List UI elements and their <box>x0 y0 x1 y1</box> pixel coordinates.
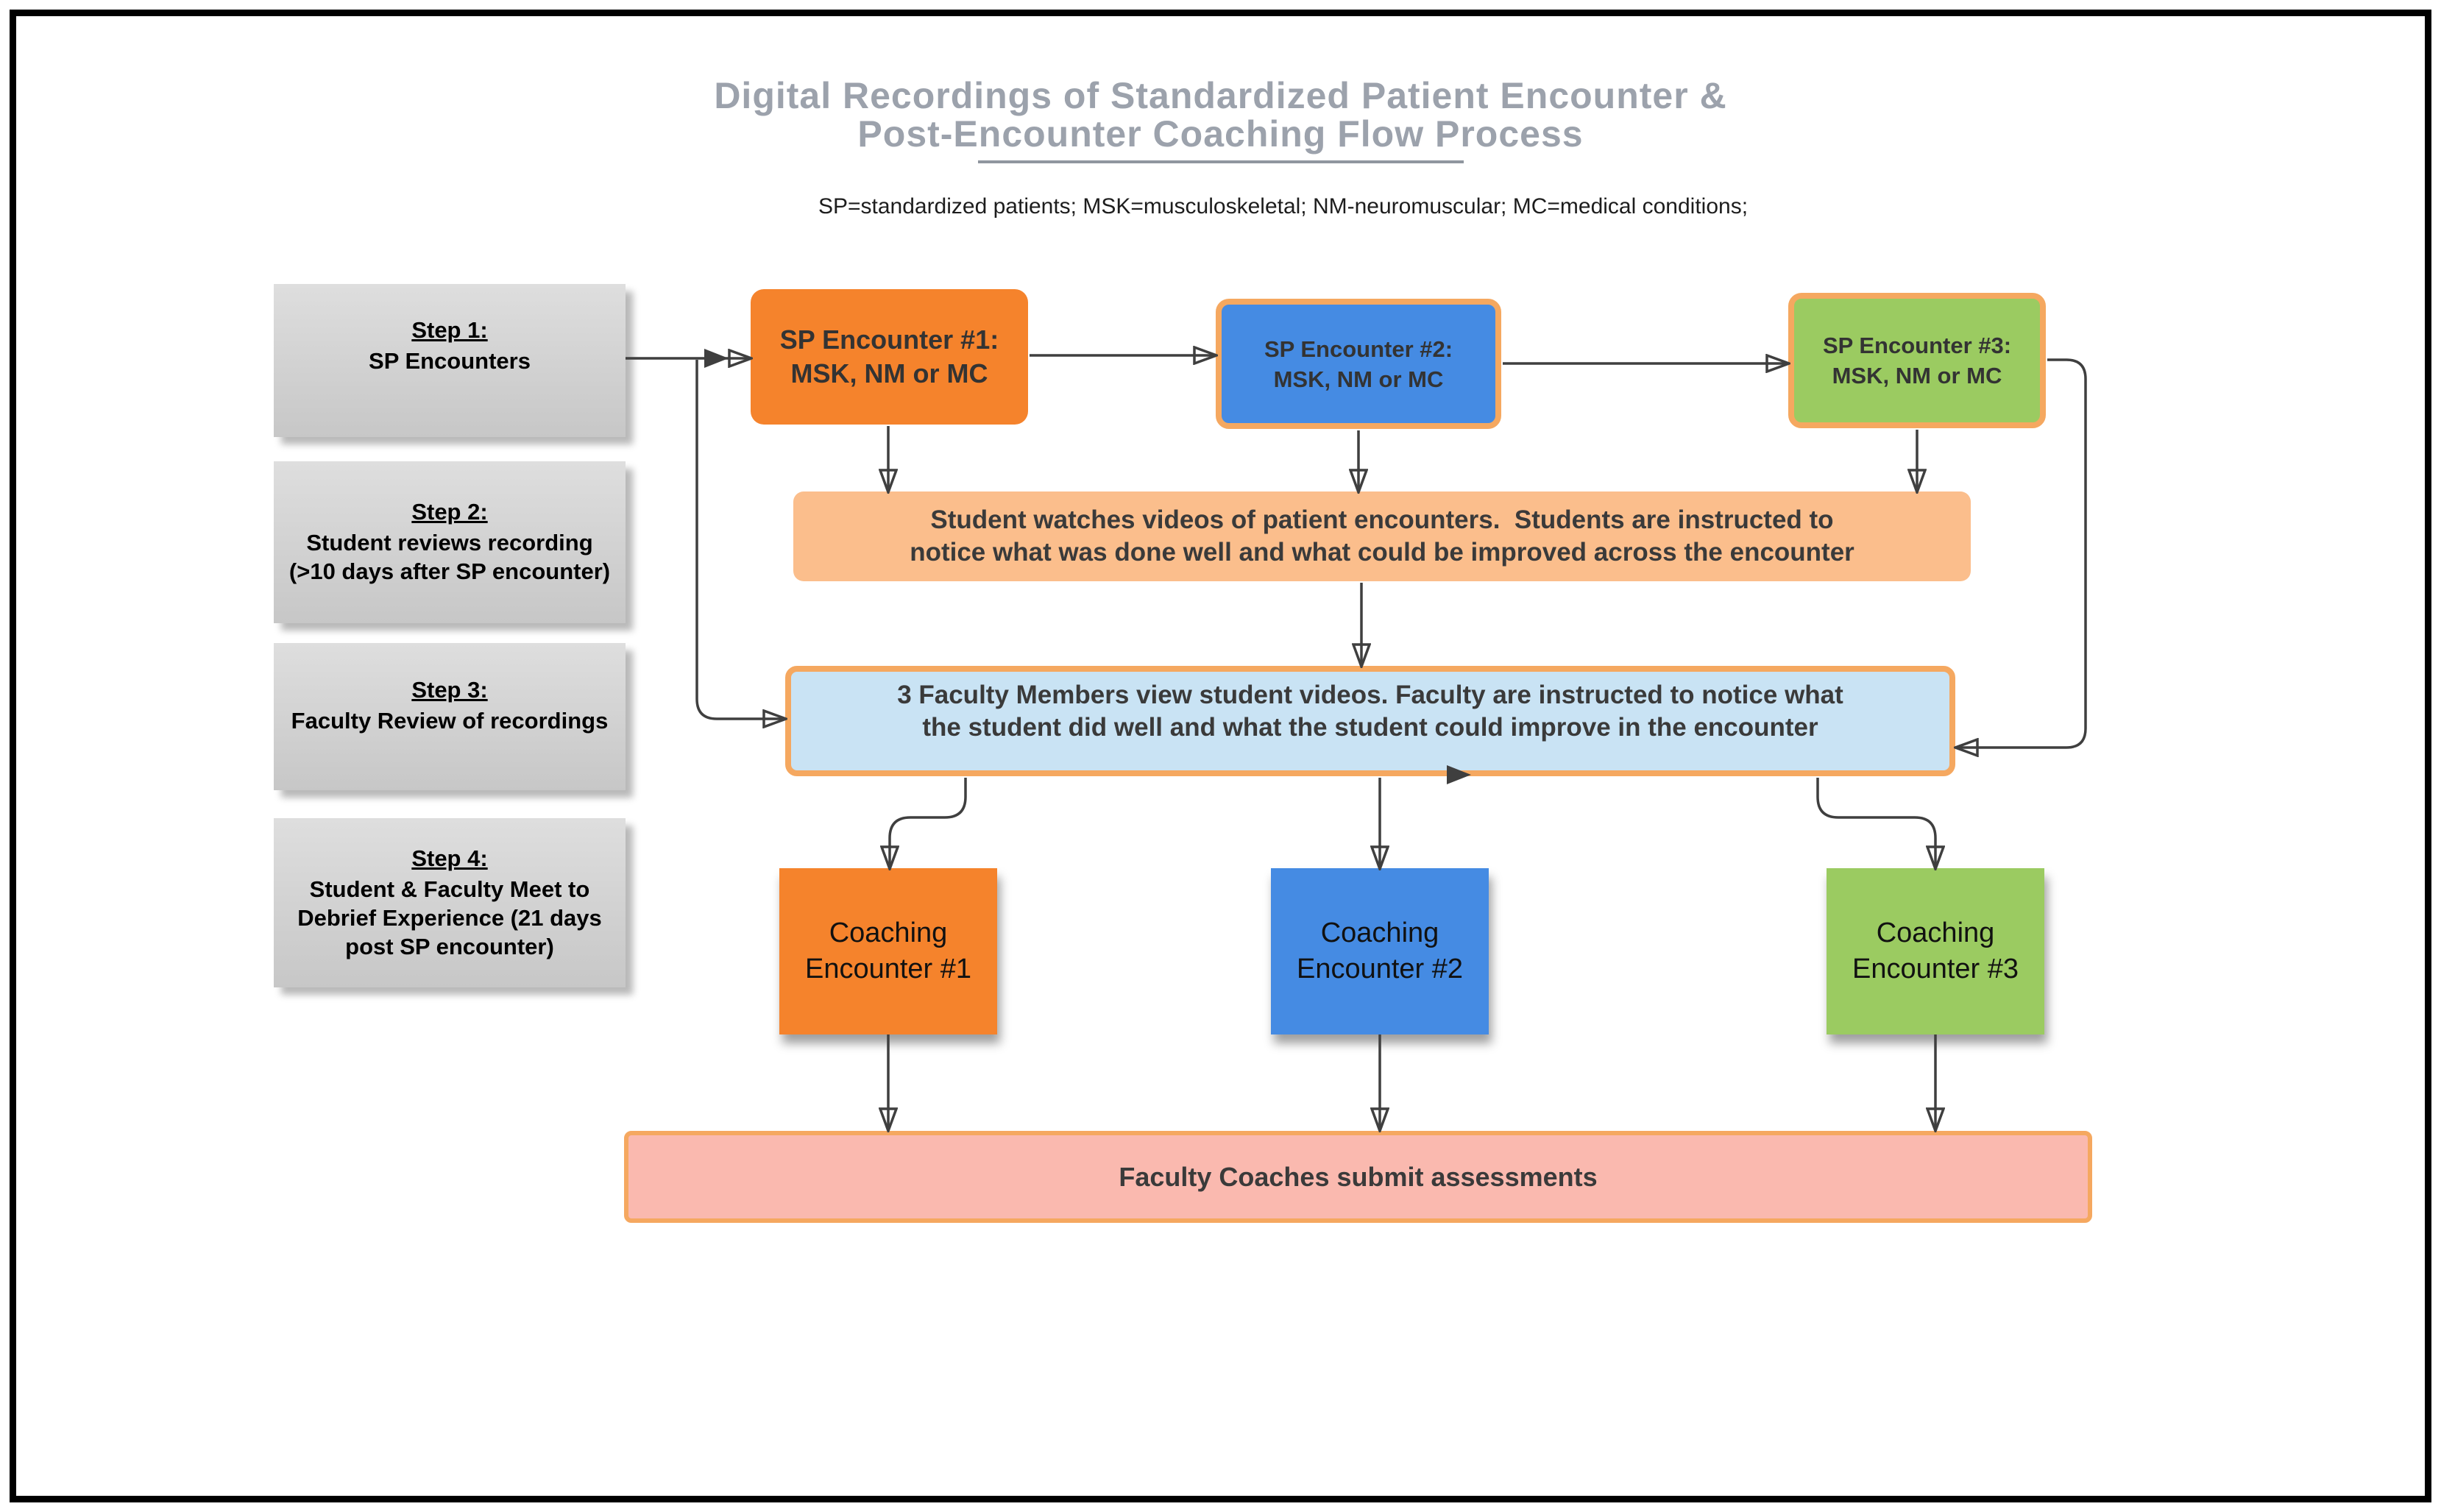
step4-body: Student & Faculty Meet to Debrief Experi… <box>297 876 602 959</box>
step2-note: Step 2: Student reviews recording (>10 d… <box>274 461 626 623</box>
coaching-3-line2: Encounter #3 <box>1852 954 2019 984</box>
abbreviation-legend-row: SP=standardized patients; MSK=musculoske… <box>0 194 2441 219</box>
title-underline <box>977 160 1464 163</box>
step1-heading: Step 1: <box>411 316 488 343</box>
page-title-line2: Post-Encounter Coaching Flow Process <box>857 113 1584 155</box>
coaching-encounter-3-box: Coaching Encounter #3 <box>1827 868 2044 1034</box>
abbreviation-legend: SP=standardized patients; MSK=musculoske… <box>818 194 1749 219</box>
sp-encounter-3-box: SP Encounter #3: MSK, NM or MC <box>1788 293 2046 428</box>
step4-heading: Step 4: <box>411 845 488 871</box>
step3-heading: Step 3: <box>411 676 488 703</box>
page-title-line1: Digital Recordings of Standardized Patie… <box>714 75 1727 116</box>
assessment-band: Faculty Coaches submit assessments <box>624 1131 2092 1223</box>
coaching-2-line2: Encounter #2 <box>1296 954 1464 984</box>
coaching-encounter-2-box: Coaching Encounter #2 <box>1271 868 1489 1034</box>
step1-body: SP Encounters <box>369 347 531 374</box>
step2-heading: Step 2: <box>411 499 488 525</box>
sp-encounter-2-title: SP Encounter #2: <box>1264 336 1453 362</box>
coaching-1-line1: Coaching <box>829 918 948 948</box>
step2-body: Student reviews recording (>10 days afte… <box>288 530 611 584</box>
sp-encounter-3-subtitle: MSK, NM or MC <box>1832 363 2002 388</box>
step3-body: Faculty Review of recordings <box>291 707 609 734</box>
page-border-frame <box>10 10 2431 1502</box>
assessment-band-text: Faculty Coaches submit assessments <box>1119 1161 1598 1192</box>
coaching-3-line1: Coaching <box>1876 918 1995 948</box>
sp-encounter-1-subtitle: MSK, NM or MC <box>790 358 988 388</box>
sp-encounter-1-box: SP Encounter #1: MSK, NM or MC <box>751 289 1028 425</box>
step1-note: Step 1: SP Encounters <box>274 284 626 437</box>
coaching-2-line1: Coaching <box>1320 918 1439 948</box>
sp-encounter-3-title: SP Encounter #3: <box>1822 333 2012 358</box>
header: Digital Recordings of Standardized Patie… <box>0 77 2441 219</box>
step3-note: Step 3: Faculty Review of recordings <box>274 643 626 790</box>
sp-encounter-1-title: SP Encounter #1: <box>779 324 999 355</box>
student-review-band: Student watches videos of patient encoun… <box>793 491 1971 581</box>
faculty-review-line1: 3 Faculty Members view student videos. F… <box>897 681 1843 709</box>
coaching-1-line2: Encounter #1 <box>804 954 972 984</box>
sp-encounter-2-subtitle: MSK, NM or MC <box>1273 366 1444 392</box>
coaching-encounter-1-box: Coaching Encounter #1 <box>779 868 997 1034</box>
student-review-line1: Student watches videos of patient encoun… <box>930 505 1834 534</box>
sp-encounter-2-box: SP Encounter #2: MSK, NM or MC <box>1216 299 1501 429</box>
faculty-review-line2: the student did well and what the studen… <box>922 713 1818 742</box>
student-review-line2: notice what was done well and what could… <box>910 538 1854 567</box>
faculty-review-band: 3 Faculty Members view student videos. F… <box>785 666 1955 776</box>
step4-note: Step 4: Student & Faculty Meet to Debrie… <box>274 818 626 987</box>
